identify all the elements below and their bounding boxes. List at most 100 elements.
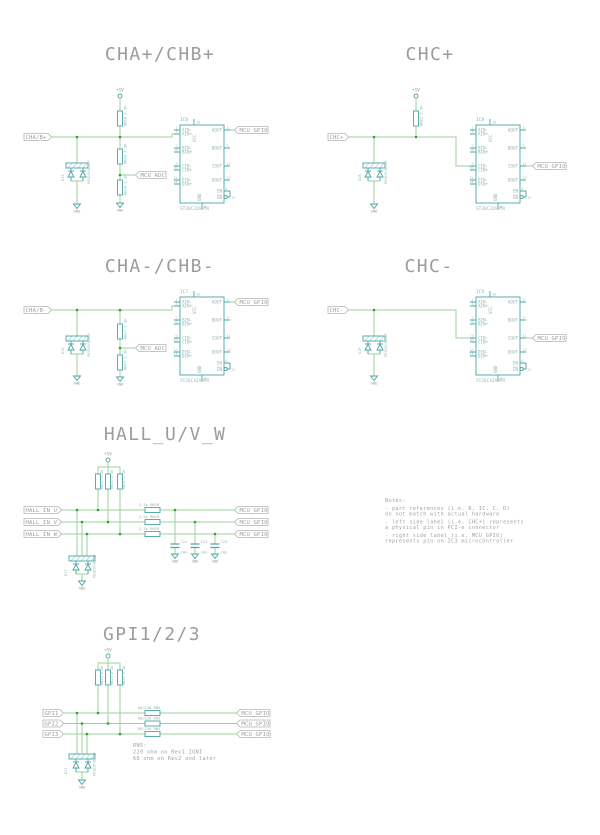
- diode-part: PESD3V3L5UY: [384, 159, 388, 184]
- section-title: CHA-/CHB-: [105, 256, 215, 277]
- gnd-label: GND: [371, 381, 379, 386]
- ic-symbol: [468, 290, 532, 385]
- wires: [51, 102, 235, 205]
- series-resistor-label: 68/220 RN5: [138, 726, 161, 731]
- notes-block: Notes: - part references (i.e. R, IC, C,…: [385, 498, 524, 545]
- filter-capacitor: [169, 543, 181, 549]
- resistor-label: RN22 2.2K: [419, 105, 424, 126]
- ic-symbol: [172, 290, 236, 385]
- output-net-label: [235, 719, 271, 728]
- series-resistor: [144, 531, 161, 537]
- section-title: HALL_U/V_W: [104, 424, 226, 445]
- output-net-label-text: MCU_GPIO: [240, 300, 268, 306]
- diode-ref: D19: [358, 348, 362, 355]
- diode-ref: D16: [61, 348, 65, 355]
- wires: [348, 102, 533, 205]
- resistor-label: RN23 2.2K: [110, 665, 114, 685]
- wires: [348, 309, 533, 377]
- tvs-diode: [67, 167, 75, 182]
- resistor-label: RN17 2.2k: [123, 318, 128, 339]
- section-title: CHC+: [406, 44, 455, 65]
- adc-net-label: [134, 171, 167, 179]
- output-net-label: [233, 518, 269, 526]
- gnd-label: GND: [117, 208, 125, 213]
- tvs-diode: [364, 167, 372, 182]
- tvs-diode: [364, 340, 372, 355]
- section-title: CHA+/CHB+: [105, 44, 215, 65]
- output-net-label: [233, 126, 269, 134]
- junction-dots: [75, 711, 122, 736]
- output-net-label: [531, 162, 567, 170]
- rn5-note-line: 220 ohm on Rev1 IONI: [133, 750, 202, 756]
- plus5v-label: +5V: [412, 88, 420, 93]
- ic-ref: IC9: [476, 289, 485, 295]
- resistor-label: RN21 2.2K: [122, 469, 126, 489]
- input-net-label: [23, 133, 53, 141]
- series-resistor: [144, 507, 161, 513]
- junction-dots: [372, 135, 418, 139]
- ic-ref: IC7: [180, 289, 189, 295]
- diode-ref: D21: [64, 768, 68, 775]
- tvs-diode: [72, 560, 80, 575]
- rn5-note-line: 68 ohm on Rev2 and later: [133, 756, 216, 762]
- junction-dots: [75, 308, 122, 350]
- tvs-diode: [84, 758, 92, 773]
- plus5v-symbol: [413, 93, 419, 104]
- plus5v-symbol: [105, 653, 111, 664]
- section-cha-chb-minus: CHA-/CHB- RN17 2.2k RN17 2.2k D16 PESD3V…: [23, 256, 269, 387]
- note-line: Notes:: [385, 498, 406, 504]
- series-resistor-label: 2.2k RN20: [139, 526, 160, 531]
- output-net-label-text: MCU_GPIO: [240, 128, 268, 134]
- adc-net-label: [134, 344, 167, 352]
- cap-value: 10n: [181, 550, 188, 555]
- tvs-array: [362, 162, 386, 169]
- section-title: CHC-: [405, 256, 454, 277]
- output-net-label-text: MCU_GPIO: [538, 336, 566, 342]
- input-net-label: [23, 306, 53, 314]
- note-line: - right side label (i.e. MCU_GPIO): [385, 533, 503, 539]
- input-net-label-text: HALL_IN_W: [26, 532, 58, 538]
- gnd-label: GND: [74, 381, 82, 386]
- gnd-label: GND: [172, 559, 180, 564]
- input-net-label: [23, 518, 63, 526]
- filter-capacitor: [209, 543, 221, 549]
- gnd-label: GND: [74, 209, 82, 214]
- input-net-label-text: HALL_IN_U: [26, 508, 58, 514]
- section-chc-plus: CHC+ +5V RN22 2.2K D18 PESD3V3L5UY GND I…: [327, 44, 567, 214]
- output-net-label-text: MCU_GPIO: [242, 732, 270, 738]
- ic-symbol: [468, 118, 532, 213]
- gnd-label: GND: [117, 382, 125, 387]
- output-net-label: [235, 730, 271, 738]
- tvs-diode: [67, 340, 75, 355]
- input-net-label: [42, 730, 65, 738]
- output-net-label: [233, 298, 269, 306]
- resistor-label: RN21 2.2K: [110, 469, 114, 489]
- cap-ref: C24: [221, 539, 229, 544]
- section-cha-chb-plus: CHA+/CHB+ +5V RN16 2.2K RN16 2.2K RN16 2…: [23, 44, 269, 214]
- output-net-label: [531, 334, 567, 342]
- series-resistor-label: 68/220 RN5: [138, 716, 161, 721]
- resistor-label: RN16 2.2K: [123, 174, 128, 195]
- wires: [61, 466, 235, 582]
- series-resistor: [144, 731, 161, 737]
- section-title: GPI1/2/3: [103, 624, 201, 645]
- output-net-label: [233, 506, 269, 514]
- note-line: - left side label (i.e. CHC+) represents: [385, 520, 524, 526]
- tvs-diode: [84, 560, 92, 575]
- gnd-label: GND: [79, 785, 87, 790]
- diode-part: PESD3V3L5UY: [93, 751, 97, 776]
- plus5v-symbol: [117, 93, 123, 104]
- wires: [63, 662, 237, 781]
- resistor-label: RN23 2.2K: [122, 665, 126, 685]
- gnd-label: GND: [371, 209, 379, 214]
- input-net-label: [327, 133, 350, 141]
- resistor-label: RN16 2.2K: [123, 143, 128, 164]
- input-net-label: [23, 506, 63, 514]
- input-net-label-text: HALL_IN_V: [26, 520, 58, 526]
- series-resistor: [144, 519, 161, 525]
- input-net-label-text: GPI1: [45, 711, 59, 717]
- cap-value: 10n: [201, 550, 208, 555]
- diode-part: PESD3V3L5UY: [87, 332, 91, 357]
- input-net-label: [42, 709, 65, 717]
